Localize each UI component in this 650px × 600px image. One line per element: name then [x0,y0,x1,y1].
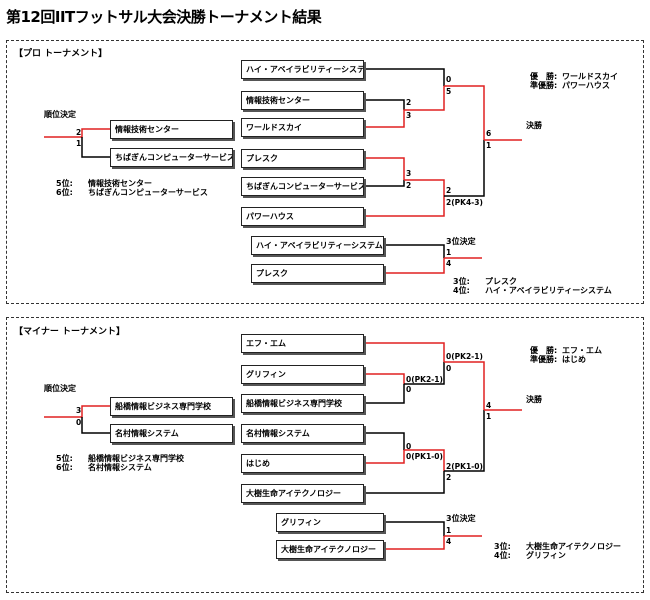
minor-ranking-team-box: 船橋情報ビジネス専門学校 [110,397,233,416]
minor-team-box: 船橋情報ビジネス専門学校 [241,394,364,413]
pro-score: 2 [446,186,452,195]
champion-key: 優 勝: [530,346,558,355]
minor-team-box: はじめ [241,454,364,473]
minor-score: 2(PK1-0) [446,462,483,471]
minor-third-label: 3位決定 [446,514,476,523]
minor-3rd-4th: 3位: 大樹生命アイテクノロジー 4位: グリフィン [494,542,621,560]
pro-third-team-box: ハイ・アベイラビリティーシステム [251,236,384,255]
pro-score: 3 [406,169,412,178]
minor-ranking-team-box: 名村情報システム [110,424,233,443]
fourth-key: 4位: [494,551,511,561]
pro-score: 0 [446,75,452,84]
minor-team-box: グリフィン [241,365,364,384]
minor-team-box: 大樹生命アイテクノロジー [241,484,364,503]
champion-name: ワールドスカイ [562,72,618,81]
pro-score: 5 [446,87,452,96]
minor-third-team-box: 大樹生命アイテクノロジー [276,540,384,559]
minor-score: 1 [486,412,492,421]
pro-score: 3 [406,111,412,120]
minor-score: 2 [446,473,452,482]
minor-score: 0(PK2-1) [406,375,443,384]
third-key: 3位: [453,277,470,286]
fifth-key: 5位: [56,179,73,188]
pro-team-box: パワーハウス [241,207,364,226]
pro-ranking-team-box: ちばぎんコンピューターサービス [110,148,233,167]
minor-tournament-panel [6,317,644,593]
pro-ranking-score: 1 [76,139,82,148]
pro-score: 6 [486,129,492,138]
minor-ranking-score: 3 [76,406,82,415]
pro-score: 2 [406,98,412,107]
fifth-name: 情報技術センター [88,179,152,188]
minor-third-score: 4 [446,537,452,546]
pro-3rd-4th: 3位: プレスク 4位: ハイ・アベイラビリティーシステム [453,277,612,295]
minor-score: 0(PK2-1) [446,352,483,361]
pro-third-team-box: プレスク [251,264,384,283]
minor-score: 4 [486,401,492,410]
minor-final-label: 決勝 [526,395,542,404]
minor-score: 0(PK1-0) [406,452,443,461]
pro-ranking-team-box: 情報技術センター [110,120,233,139]
minor-score: 0 [446,364,452,373]
pro-final-label: 決勝 [526,121,542,130]
pro-panel-title: 【プロ トーナメント】 [14,49,108,59]
runnerup-key: 準優勝: [530,81,558,91]
pro-team-box: プレスク [241,149,364,168]
pro-third-label: 3位決定 [446,237,476,246]
sixth-key: 6位: [56,463,73,473]
minor-5th-6th: 5位: 船橋情報ビジネス専門学校 6位: 名村情報システム [56,454,184,472]
pro-ranking-label: 順位決定 [44,110,76,119]
page-title: 第12回IITフットサル大会決勝トーナメント結果 [6,8,322,26]
minor-third-score: 1 [446,526,452,535]
minor-champion: 優 勝: エフ・エム 準優勝: はじめ [530,346,602,364]
pro-score: 2 [406,181,412,190]
champion-key: 優 勝: [530,72,558,81]
pro-team-box: ワールドスカイ [241,118,364,137]
minor-score: 0 [406,385,412,394]
champion-name: エフ・エム [562,346,602,355]
minor-team-box: エフ・エム [241,334,364,353]
fifth-name: 船橋情報ビジネス専門学校 [88,454,184,463]
third-key: 3位: [494,542,511,551]
runnerup-name: はじめ [562,355,586,365]
minor-ranking-label: 順位決定 [44,384,76,393]
minor-ranking-score: 0 [76,418,82,427]
pro-team-box: ハイ・アベイラビリティーシステム [241,60,364,79]
pro-ranking-score: 2 [76,128,82,137]
pro-third-score: 4 [446,259,452,268]
sixth-name: 名村情報システム [88,463,152,473]
minor-third-team-box: グリフィン [276,513,384,532]
minor-team-box: 名村情報システム [241,424,364,443]
sixth-name: ちばぎんコンピューターサービス [88,188,208,198]
pro-team-box: 情報技術センター [241,91,364,110]
pro-tournament-panel [6,40,644,304]
pro-5th-6th: 5位: 情報技術センター 6位: ちばぎんコンピューターサービス [56,179,208,197]
third-name: プレスク [485,277,517,286]
pro-team-box: ちばぎんコンピューターサービス [241,177,364,196]
third-name: 大樹生命アイテクノロジー [526,542,621,551]
minor-panel-title: 【マイナー トーナメント】 [14,327,125,337]
fourth-key: 4位: [453,286,470,296]
pro-score: 1 [486,141,492,150]
sixth-key: 6位: [56,188,73,198]
pro-score: 2(PK4-3) [446,198,483,207]
pro-third-score: 1 [446,248,452,257]
pro-champion: 優 勝: ワールドスカイ 準優勝: パワーハウス [530,72,618,90]
fourth-name: ハイ・アベイラビリティーシステム [485,286,612,296]
fourth-name: グリフィン [526,551,566,561]
fifth-key: 5位: [56,454,73,463]
runnerup-name: パワーハウス [562,81,610,91]
runnerup-key: 準優勝: [530,355,558,365]
minor-score: 0 [406,442,412,451]
